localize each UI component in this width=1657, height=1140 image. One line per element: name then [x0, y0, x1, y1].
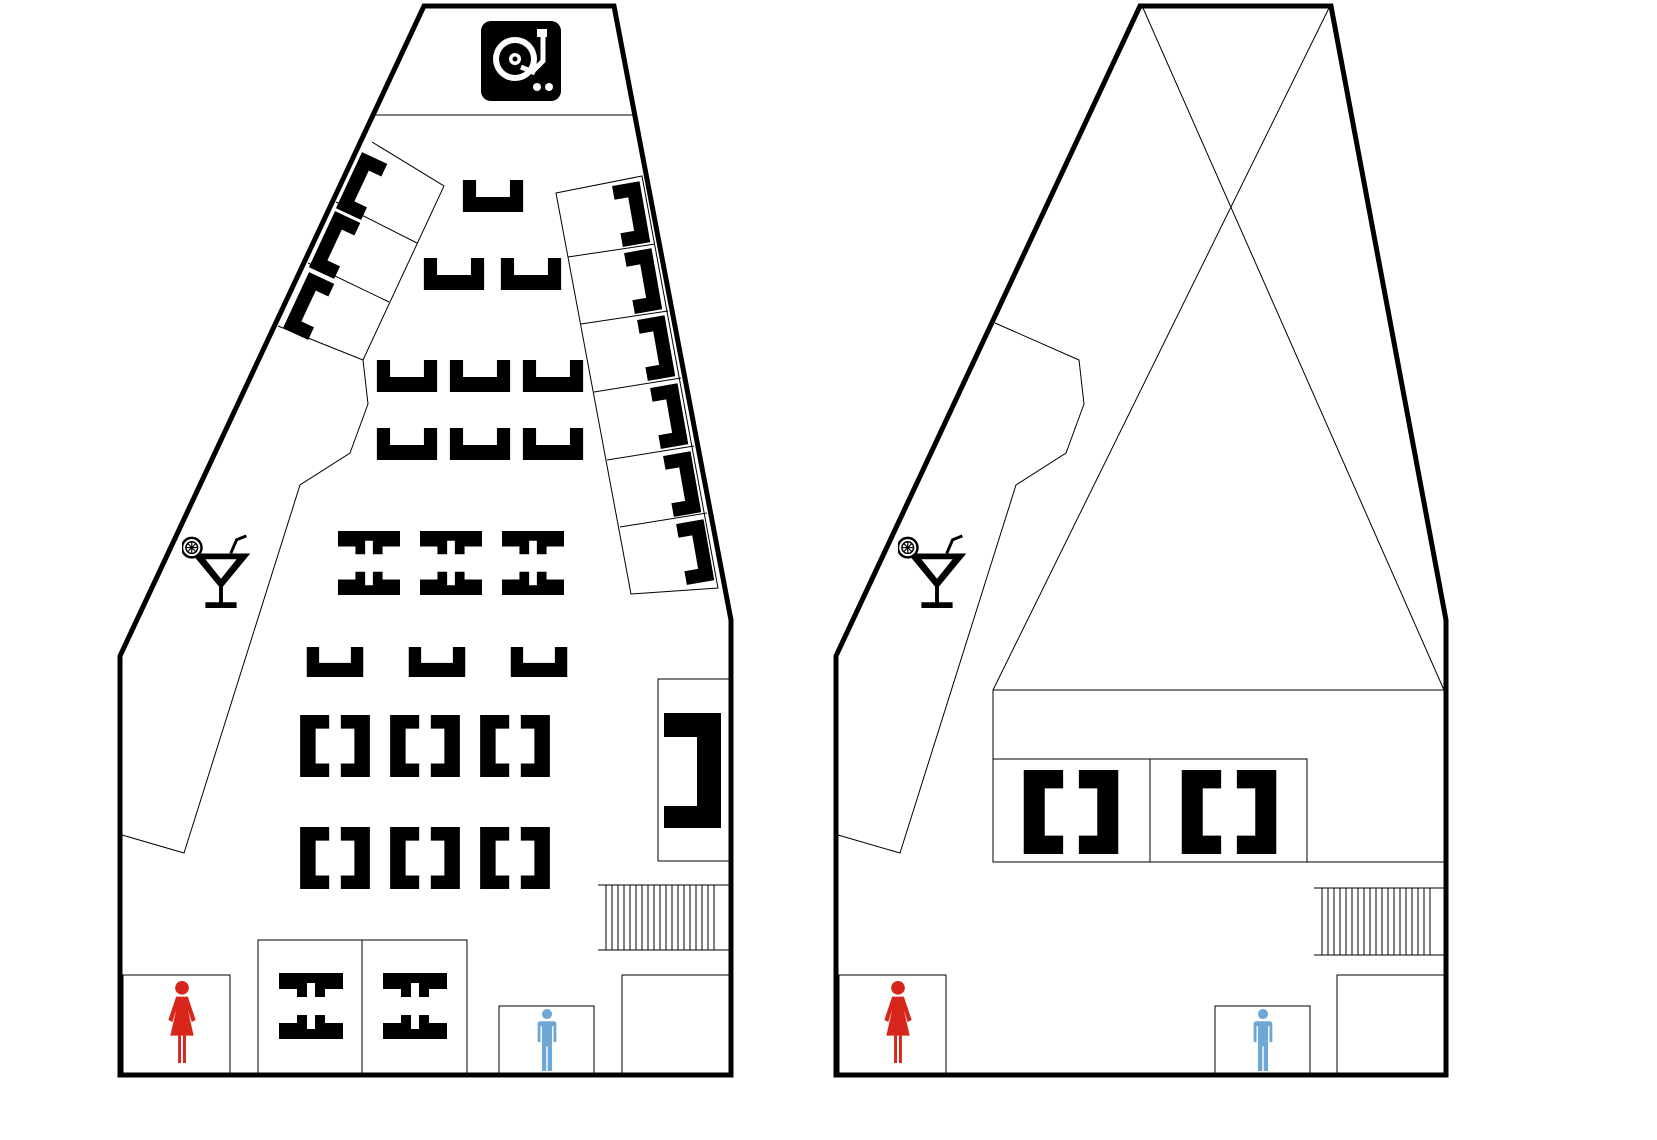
upper-floor-plan — [833, 3, 1449, 1078]
stair-treads — [1321, 888, 1431, 955]
large-booth-seat — [664, 713, 721, 828]
outer-wall — [833, 3, 1449, 1078]
interior-partitions — [121, 114, 730, 1074]
stair-treads — [605, 885, 715, 950]
interior-partitions — [837, 7, 1445, 1074]
turntable-icon — [481, 21, 561, 101]
ground-floor-plan — [117, 3, 734, 1078]
